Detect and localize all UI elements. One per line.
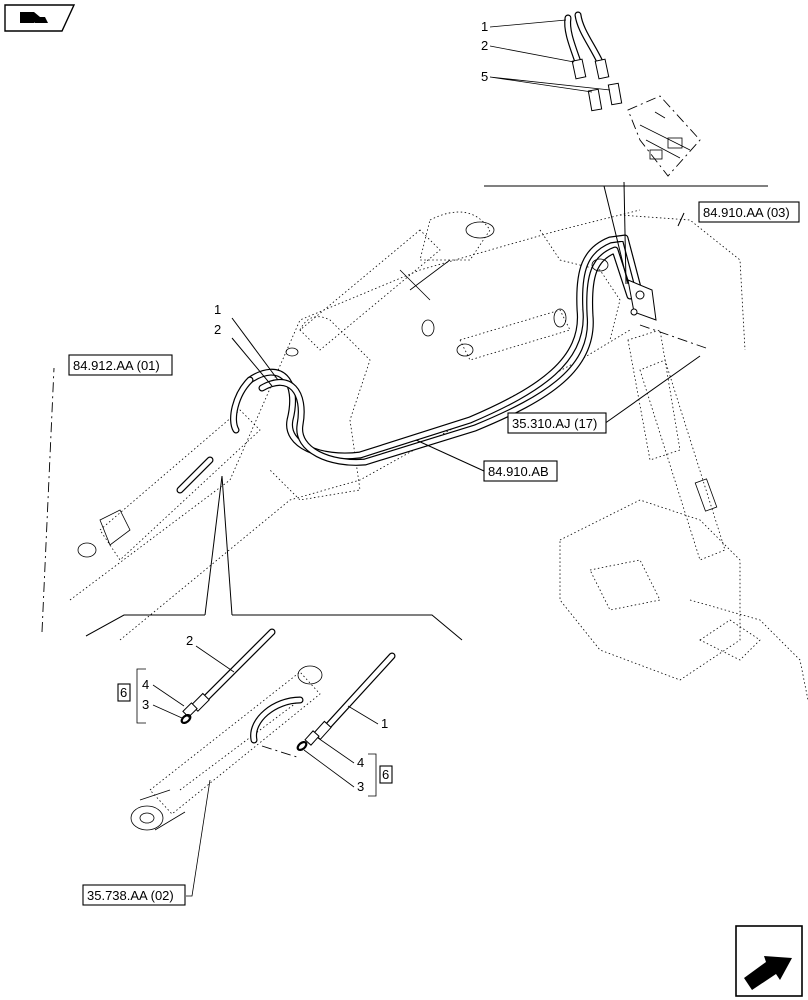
callout-2: 2 bbox=[186, 633, 193, 648]
svg-text:35.310.AJ (17): 35.310.AJ (17) bbox=[512, 416, 597, 431]
leader-lines bbox=[41, 181, 768, 641]
callout-1: 1 bbox=[481, 19, 488, 34]
svg-text:6: 6 bbox=[382, 767, 389, 782]
detail-callouts: 2 1 6 4 3 6 4 3 bbox=[117, 633, 393, 897]
ref-84-910-ab[interactable]: 84.910.AB bbox=[483, 460, 558, 482]
callout-2: 2 bbox=[481, 38, 488, 53]
callout-5: 5 bbox=[481, 69, 488, 84]
kit-box bbox=[379, 765, 393, 784]
callout-2: 2 bbox=[214, 322, 221, 337]
ref-84-910-aa-03[interactable]: 84.910.AA (03) bbox=[698, 201, 800, 223]
svg-text:84.910.AB: 84.910.AB bbox=[488, 464, 549, 479]
callout-1: 1 bbox=[214, 302, 221, 317]
book-arrow-icon[interactable] bbox=[4, 4, 76, 32]
callout-4: 4 bbox=[357, 755, 364, 770]
main-callouts: 1 2 bbox=[214, 302, 221, 337]
svg-text:6: 6 bbox=[120, 685, 127, 700]
ref-84-912-aa-01[interactable]: 84.912.AA (01) bbox=[68, 354, 173, 376]
kit-box bbox=[117, 683, 131, 702]
top-callouts: 1 2 5 bbox=[481, 19, 611, 93]
ref-35-738-aa-02[interactable]: 35.738.AA (02) bbox=[82, 884, 186, 906]
ref-35-310-aj-17[interactable]: 35.310.AJ (17) bbox=[507, 412, 607, 434]
callout-3: 3 bbox=[357, 779, 364, 794]
top-inset-hoses bbox=[564, 11, 701, 177]
svg-text:35.738.AA (02): 35.738.AA (02) bbox=[87, 888, 174, 903]
callout-1: 1 bbox=[381, 716, 388, 731]
callout-3: 3 bbox=[142, 697, 149, 712]
main-assembly-drawing bbox=[69, 209, 808, 701]
callout-4: 4 bbox=[142, 677, 149, 692]
svg-text:84.912.AA (01): 84.912.AA (01) bbox=[73, 358, 160, 373]
detail-view bbox=[130, 628, 396, 831]
svg-text:84.910.AA (03): 84.910.AA (03) bbox=[703, 205, 790, 220]
next-page-arrow-icon[interactable] bbox=[735, 925, 803, 997]
